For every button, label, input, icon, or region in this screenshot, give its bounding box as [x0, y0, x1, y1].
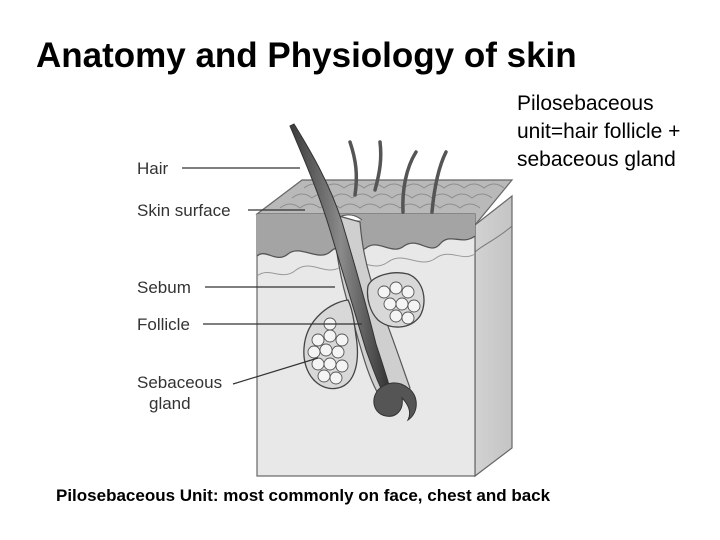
sebaceous-gland-leader-line	[232, 357, 319, 385]
hair-label: Hair	[137, 159, 169, 178]
hair-shaft	[289, 123, 417, 422]
skin-surface-label: Skin surface	[137, 201, 231, 220]
sebum-label: Sebum	[137, 278, 191, 297]
sebaceous-gland-upper	[366, 272, 425, 328]
slide-title: Anatomy and Physiology of skin	[36, 36, 577, 75]
follicle-label: Follicle	[137, 315, 190, 334]
sebaceous-label-line2: gland	[149, 394, 191, 413]
sebaceous-label-line1: Sebaceous	[137, 373, 222, 392]
slide-caption: Pilosebaceous Unit: most commonly on fac…	[56, 486, 551, 505]
skin-block-side-face	[474, 194, 513, 478]
surface-hairs	[348, 140, 448, 214]
sebaceous-gland-lower	[303, 299, 359, 390]
pilosebaceous-definition-note: Pilosebaceous unit=hair follicle + sebac…	[517, 92, 681, 171]
